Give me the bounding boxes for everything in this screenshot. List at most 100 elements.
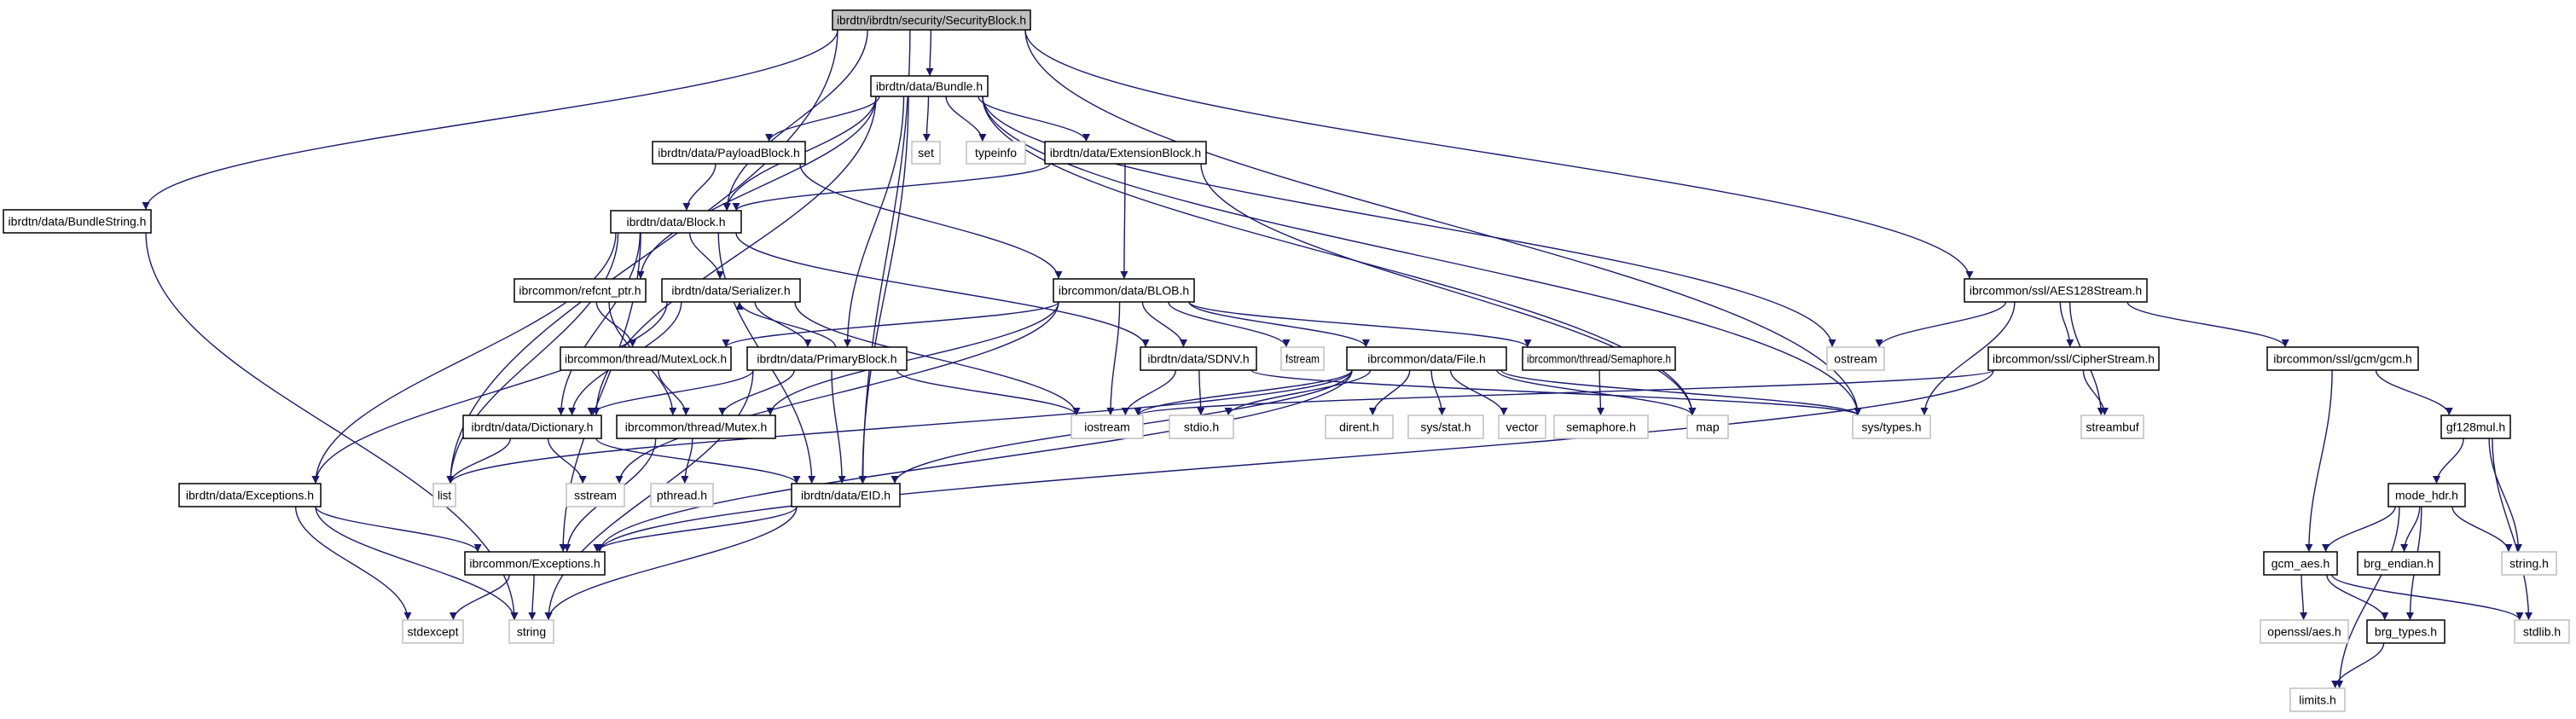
node-dictionary[interactable]: ibrdtn/data/Dictionary.h — [462, 415, 602, 439]
node-serializer[interactable]: ibrdtn/data/Serializer.h — [661, 278, 801, 303]
node-label: ibrcommon/ssl/CipherStream.h — [1993, 352, 2155, 366]
node-file[interactable]: ibrcommon/data/File.h — [1346, 346, 1507, 371]
node-ostream: ostream — [1826, 346, 1885, 371]
node-brg-types[interactable]: brg_types.h — [2366, 619, 2445, 644]
node-bundle-string[interactable]: ibrdtn/data/BundleString.h — [3, 209, 152, 234]
node-map: map — [1686, 415, 1729, 439]
node-label: ibrcommon/Exceptions.h — [469, 557, 600, 571]
node-box — [2501, 551, 2557, 576]
node-brg-endian[interactable]: brg_endian.h — [2357, 551, 2440, 576]
node-label: typeinfo — [975, 146, 1017, 159]
node-mutex[interactable]: ibrcommon/thread/Mutex.h — [616, 415, 776, 439]
node-cipher-stream[interactable]: ibrcommon/ssl/CipherStream.h — [1987, 346, 2160, 371]
node-box — [661, 278, 801, 303]
edge-cipher-stream-to-streambuf — [2082, 369, 2109, 416]
node-box — [1280, 346, 1325, 371]
node-systypes: sys/types.h — [1852, 415, 1931, 439]
edge-brg-types-to-limits — [2331, 642, 2385, 689]
edge-block-to-dictionary — [557, 232, 641, 416]
node-label: set — [918, 146, 934, 159]
edge-bundle-to-extension-block — [978, 96, 1090, 142]
node-label: list — [438, 489, 451, 502]
node-box — [566, 483, 625, 507]
node-label: ibrdtn/data/Serializer.h — [671, 284, 790, 298]
node-box — [1044, 141, 1207, 165]
edge-gcm-aes-to-openssl-aes — [2300, 574, 2308, 621]
node-box — [870, 75, 989, 97]
edge-common-exceptions-to-stdexcept — [449, 574, 510, 621]
node-label: semaphore.h — [1566, 420, 1636, 434]
node-openssl-aes: openssl/aes.h — [2260, 619, 2349, 644]
node-extension-block[interactable]: ibrdtn/data/ExtensionBlock.h — [1044, 141, 1207, 165]
node-gcm[interactable]: ibrcommon/ssl/gcm/gcm.h — [2266, 346, 2419, 371]
edge-sdnv-to-stdio — [1197, 369, 1205, 416]
node-primary-block[interactable]: ibrdtn/data/PrimaryBlock.h — [746, 346, 908, 371]
node-label: ibrdtn/data/Exceptions.h — [186, 489, 314, 502]
edge-dictionary-to-list — [446, 438, 511, 484]
node-label: ibrdtn/data/Block.h — [627, 215, 726, 229]
node-box — [966, 141, 1026, 165]
node-label: ibrdtn/data/ExtensionBlock.h — [1050, 146, 1201, 159]
node-label: sstream — [574, 489, 617, 502]
edge-cipher-stream-to-iostream — [1134, 369, 1994, 416]
node-bundle[interactable]: ibrdtn/data/Bundle.h — [870, 75, 989, 97]
edge-mutex-lock-to-mutex — [658, 369, 690, 416]
node-label: gcm_aes.h — [2271, 557, 2329, 571]
edge-eid-to-string — [544, 506, 798, 621]
node-typeinfo: typeinfo — [966, 141, 1026, 165]
node-box — [1325, 415, 1394, 439]
node-eid[interactable]: ibrdtn/data/EID.h — [791, 483, 901, 507]
node-common-exceptions[interactable]: ibrcommon/Exceptions.h — [464, 551, 606, 576]
edge-file-to-list — [446, 369, 1353, 484]
node-box — [2357, 551, 2440, 576]
node-payload-block[interactable]: ibrdtn/data/PayloadBlock.h — [652, 141, 806, 165]
edge-extension-block-to-blob — [1120, 163, 1128, 280]
node-label: string — [517, 625, 546, 639]
node-aes128-stream[interactable]: ibrcommon/ssl/AES128Stream.h — [1964, 278, 2148, 303]
node-box — [746, 346, 908, 371]
node-streambuf: streambuf — [2080, 415, 2144, 439]
edge-security-block-to-bundle — [925, 29, 934, 77]
edge-bundle-to-ostream — [982, 96, 1836, 348]
node-sdnv[interactable]: ibrdtn/data/SDNV.h — [1140, 346, 1257, 371]
node-label: ibrdtn/data/PayloadBlock.h — [658, 146, 800, 159]
node-label: sys/types.h — [1861, 420, 1921, 434]
node-blob[interactable]: ibrcommon/data/BLOB.h — [1053, 278, 1195, 303]
node-string-h: string.h — [2501, 551, 2557, 576]
node-box — [2260, 619, 2349, 644]
node-box — [402, 619, 464, 644]
node-box — [616, 415, 776, 439]
node-refcnt-ptr[interactable]: ibrcommon/refcnt_ptr.h — [513, 278, 647, 303]
node-box — [610, 210, 742, 234]
edge-aes128-stream-to-systypes — [1920, 301, 2016, 416]
node-mode-hdr[interactable]: mode_hdr.h — [2387, 483, 2466, 507]
node-label: stdexcept — [408, 625, 459, 639]
edge-blob-to-semaphore — [1188, 301, 1532, 348]
node-iostream: iostream — [1070, 415, 1144, 439]
edge-gcm-to-gf128mul — [2375, 369, 2453, 416]
edge-mode-hdr-to-gcm-aes — [2322, 506, 2396, 553]
node-pthread: pthread.h — [650, 483, 714, 507]
node-box — [1852, 415, 1931, 439]
edge-blob-to-sstream — [615, 301, 1059, 484]
node-security-block[interactable]: ibrdtn/ibrdtn/security/SecurityBlock.h — [832, 9, 1031, 31]
edge-sdnv-to-iostream — [1121, 369, 1176, 416]
node-semaphore[interactable]: ibrcommon/thread/Semaphore.h — [1522, 346, 1676, 371]
edge-gcm-to-gcm-aes — [2305, 369, 2333, 553]
edge-file-to-sysstat — [1430, 369, 1446, 416]
edge-bundle-to-eid — [858, 96, 909, 484]
node-vector: vector — [1498, 415, 1546, 439]
node-block[interactable]: ibrdtn/data/Block.h — [610, 210, 742, 234]
node-gf128mul[interactable]: gf128mul.h — [2440, 415, 2511, 439]
node-gcm-aes[interactable]: gcm_aes.h — [2263, 551, 2338, 576]
edge-gf128mul-to-mode-hdr — [2433, 438, 2464, 484]
node-box — [2440, 415, 2511, 439]
node-data-exceptions[interactable]: ibrdtn/data/Exceptions.h — [178, 483, 322, 507]
node-mutex-lock[interactable]: ibrcommon/thread/MutexLock.h — [560, 346, 732, 371]
edge-blob-to-sdnv — [1141, 301, 1187, 348]
node-label: stdio.h — [1184, 420, 1219, 434]
node-stdlib: stdlib.h — [2514, 619, 2570, 644]
node-label: gf128mul.h — [2446, 420, 2505, 434]
edge-mode-hdr-to-brg-endian — [2400, 506, 2421, 553]
